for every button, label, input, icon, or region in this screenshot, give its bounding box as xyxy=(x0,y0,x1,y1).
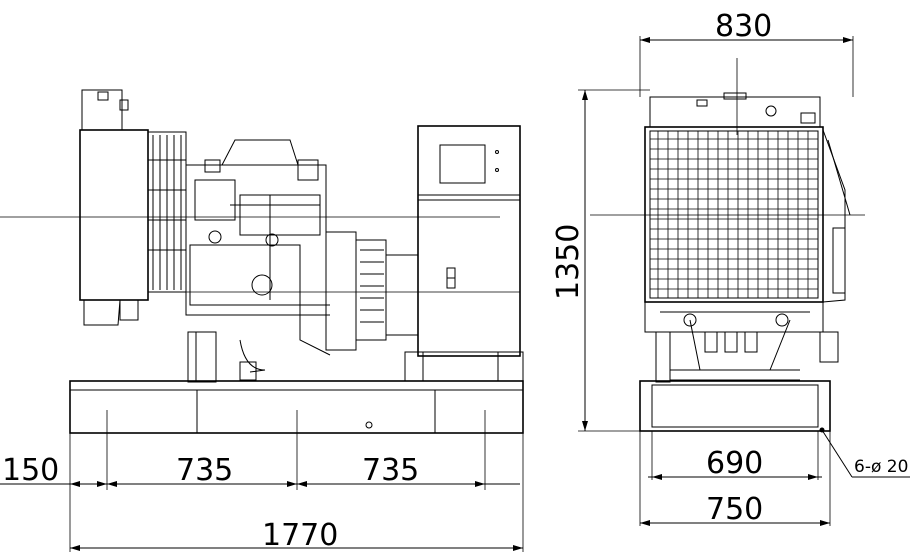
dim-overall-length-text: 1770 xyxy=(262,518,338,553)
engine-side xyxy=(185,139,331,383)
alternator-side xyxy=(325,231,419,351)
dim-top-width: 830 xyxy=(639,9,854,97)
hole-note-text: 6-ø 20 xyxy=(854,457,908,477)
dim-base-outer-text: 750 xyxy=(706,492,763,527)
dim-mount-spacing-1: 735 xyxy=(176,453,233,488)
radiator-side xyxy=(79,89,187,326)
dim-base-inner-text: 690 xyxy=(706,446,763,481)
dim-base-inner: 690 xyxy=(648,431,822,481)
dim-height: 1350 xyxy=(551,89,650,432)
front-view: 830 1350 690 750 xyxy=(551,9,910,527)
base-frame xyxy=(69,380,524,434)
dim-row-mounts: 150 735 735 xyxy=(0,433,524,552)
hole-note: 6-ø 20 xyxy=(819,427,910,478)
dim-mount-spacing-2: 735 xyxy=(362,453,419,488)
dim-base-outer: 750 xyxy=(639,431,831,527)
radiator-grille-front xyxy=(644,126,824,303)
dim-left-offset: 150 xyxy=(2,453,59,488)
dim-height-text: 1350 xyxy=(551,224,586,300)
control-panel-side xyxy=(404,125,524,382)
dim-top-width-text: 830 xyxy=(715,9,772,44)
dim-overall-length: 1770 xyxy=(70,518,523,553)
control-screen xyxy=(439,144,486,184)
side-view: 150 735 735 1770 xyxy=(0,89,524,553)
